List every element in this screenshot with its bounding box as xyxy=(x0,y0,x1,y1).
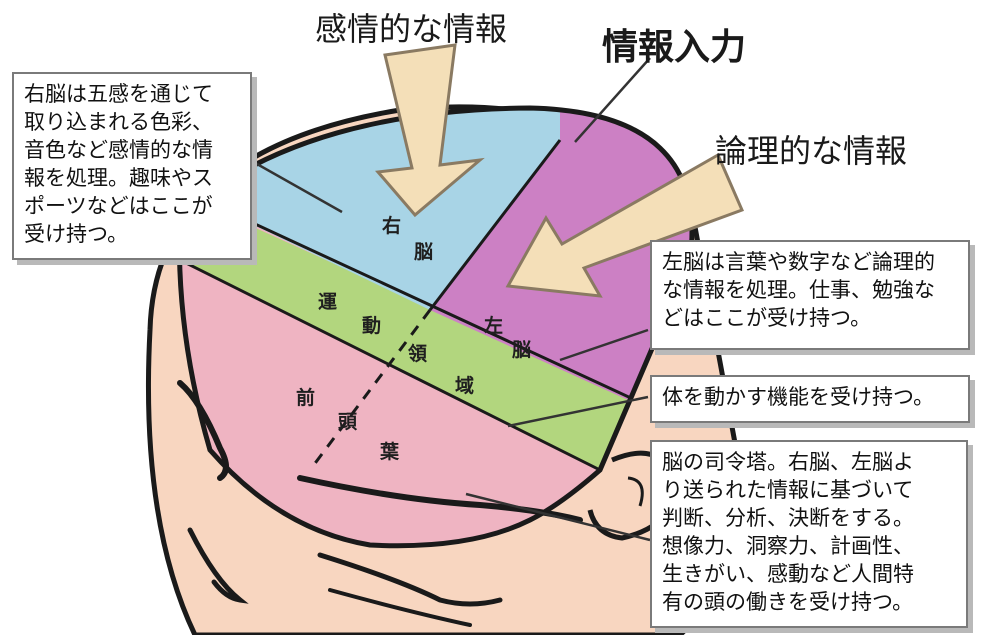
eye xyxy=(187,527,249,604)
callout-line: どはここが受け持つ。 xyxy=(662,306,872,330)
motor-area-label: 運 xyxy=(318,291,337,313)
hemisphere-dashed-divider xyxy=(308,309,432,471)
callout-line: 有の頭の働きを受け持つ。 xyxy=(662,590,914,614)
logical-info-heading: 論理的な情報 xyxy=(715,132,908,170)
callout-line: 取り込まれる色彩、 xyxy=(24,110,213,134)
callout-line: 右脳は五感を通じて xyxy=(24,82,213,106)
eyebrow xyxy=(177,380,229,481)
emotional-input-arrow xyxy=(375,43,485,218)
callout-leader-motor xyxy=(507,395,649,428)
callout-line: な情報を処理。仕事、勉強な xyxy=(662,278,935,302)
callout-line: 音色など感情的な情 xyxy=(24,138,213,162)
motor-area-label: 領 xyxy=(408,342,428,365)
logical-input-arrow xyxy=(505,152,745,298)
frontal-lobe-label: 頭 xyxy=(338,411,358,433)
callout-line: 想像力、洞察力、計画性、 xyxy=(662,534,914,558)
right-brain-callout: 右脳は五感を通じて 取り込まれる色彩、 音色など感情的な情 報を処理。趣味やス … xyxy=(12,72,252,260)
frontal-lobe-label: 葉 xyxy=(379,441,400,463)
callout-line: 受け持つ。 xyxy=(24,222,129,246)
info-input-heading: 情報入力 xyxy=(602,27,747,68)
hemisphere-divider xyxy=(428,139,562,311)
callout-leader-left-brain xyxy=(559,328,649,362)
eye-lid xyxy=(328,588,472,627)
callout-line: 脳の司令塔。右脳、左脳よ xyxy=(662,450,914,474)
callout-line: ポーツなどはここが xyxy=(24,194,213,218)
emotional-info-heading: 感情的な情報 xyxy=(315,10,508,48)
eye xyxy=(317,552,503,607)
motor-area-callout: 体を動かす機能を受け持つ。 xyxy=(650,375,970,423)
callout-leader-frontal xyxy=(465,492,651,542)
motor-area-label: 域 xyxy=(455,374,474,397)
motor-area-region xyxy=(179,180,692,520)
callout-line: 左脳は言葉や数字など論理的 xyxy=(662,250,935,274)
ear-inner xyxy=(627,476,644,507)
info-input-pointer xyxy=(574,57,651,143)
left-brain-callout: 左脳は言葉や数字など論理的 な情報を処理。仕事、勉強な どはここが受け持つ。 xyxy=(650,240,970,350)
callout-line: り送られた情報に基づいて xyxy=(662,478,914,502)
frontal-lobe-label: 前 xyxy=(296,386,315,409)
callout-line: 体を動かす機能を受け持つ。 xyxy=(662,385,935,409)
right-brain-label: 右 xyxy=(381,214,401,237)
callout-line: 生きがい、感動など人間特 xyxy=(662,562,914,586)
left-brain-label: 脳 xyxy=(511,339,531,361)
frontal-lobe-callout: 脳の司令塔。右脳、左脳よ り送られた情報に基づいて 判断、分析、決断をする。 想… xyxy=(650,440,968,628)
callout-leader-right-brain xyxy=(249,158,343,214)
left-brain-label: 左 xyxy=(484,314,503,337)
right-brain-label: 脳 xyxy=(413,241,433,263)
motor-area-label: 動 xyxy=(362,315,381,337)
callout-line: 判断、分析、決断をする。 xyxy=(662,506,914,530)
callout-line: 報を処理。趣味やス xyxy=(24,166,213,190)
